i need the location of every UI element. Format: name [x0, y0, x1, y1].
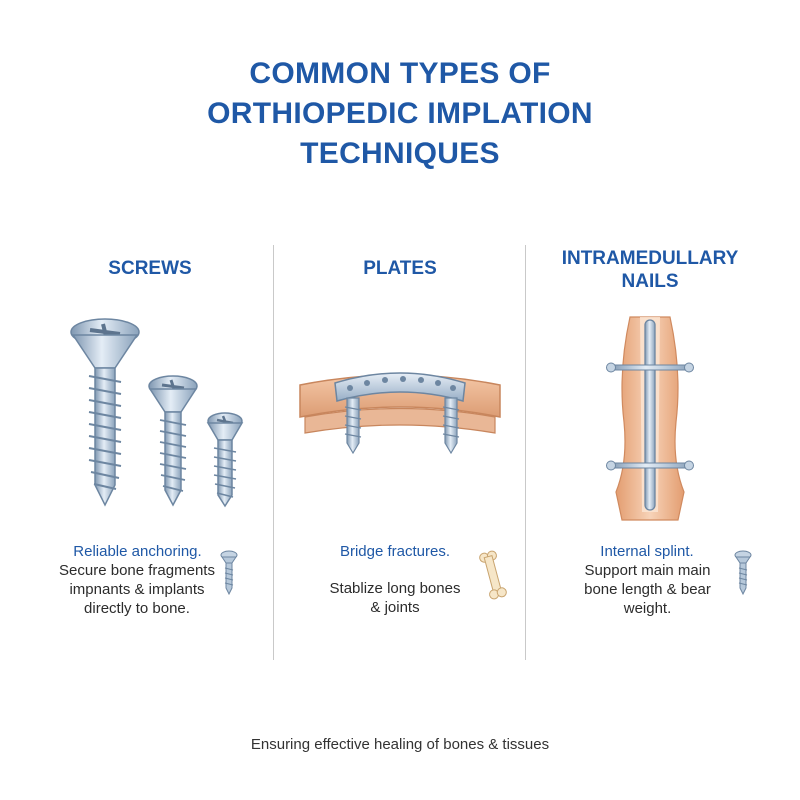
plate-screw-right-icon	[442, 397, 460, 455]
column-divider-left	[273, 245, 274, 660]
nails-highlight: Internal splint.	[600, 543, 694, 560]
locking-screw-bottom-icon	[606, 460, 694, 471]
plates-heading: PLATES	[363, 258, 437, 279]
screw-icon	[734, 550, 752, 596]
nails-description: Support main main bone length & bear wei…	[584, 562, 711, 617]
title-line-1: COMMON TYPES OF	[249, 57, 551, 90]
small-screw-icon	[206, 412, 244, 508]
footer-caption: Ensuring effective healing of bones & ti…	[250, 736, 550, 753]
page-title: COMMON TYPES OF ORTHIOPEDIC IMPLATION TE…	[0, 54, 800, 174]
title-line-3: TECHNIQUES	[300, 137, 500, 170]
screws-highlight: Reliable anchoring.	[73, 543, 202, 560]
bone-plate-icon	[334, 372, 466, 402]
locking-screw-top-icon	[606, 362, 694, 373]
large-screw-icon	[70, 318, 140, 507]
column-divider-right	[525, 245, 526, 660]
screws-illustration	[70, 318, 244, 508]
screw-icon	[220, 550, 238, 596]
screws-description: Secure bone fragments impnants & implant…	[59, 562, 215, 617]
nails-illustration	[606, 316, 694, 521]
intramedullary-nail-icon	[644, 319, 656, 511]
title-line-2: ORTHIOPEDIC IMPLATION	[207, 97, 593, 130]
screws-heading: SCREWS	[108, 258, 192, 279]
bone-icon	[479, 550, 507, 600]
plate-screw-left-icon	[344, 397, 362, 455]
plates-description: Stablize long bones & joints	[329, 580, 461, 616]
medium-screw-icon	[148, 375, 198, 507]
plates-illustration	[299, 372, 501, 455]
nails-heading: INTRAMEDULLARY NAILS	[561, 248, 739, 292]
plates-highlight: Bridge fractures.	[339, 543, 451, 560]
